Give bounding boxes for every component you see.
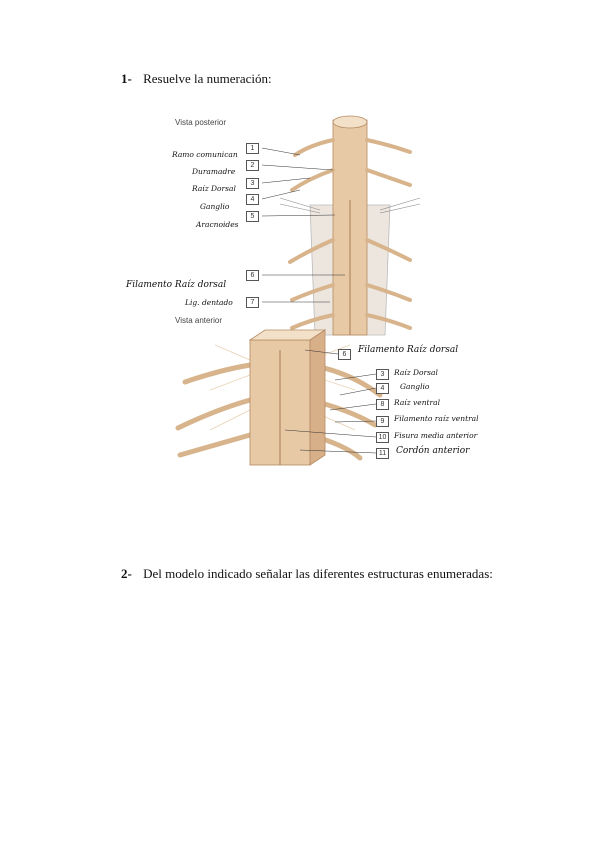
handwritten-label-7: Lig. dentado — [185, 298, 233, 307]
label-box-2: 2 — [246, 160, 259, 171]
handwritten-label-r10: Fisura media anterior — [394, 431, 478, 440]
question-text: Resuelve la numeración: — [143, 71, 272, 86]
label-box-4: 4 — [246, 194, 259, 205]
handwritten-label-5: Aracnoides — [196, 220, 239, 229]
caption-posterior: Vista posterior — [175, 118, 226, 127]
handwritten-label-r4: Ganglio — [400, 382, 430, 391]
label-box-3: 3 — [246, 178, 259, 189]
question-number: 2- — [121, 566, 132, 581]
question-2: 2- Del modelo indicado señalar las difer… — [121, 566, 493, 582]
spinal-cord-illustration — [175, 115, 421, 466]
label-box-10: 10 — [376, 432, 389, 443]
label-box-6: 6 — [246, 270, 259, 281]
label-box-11: 11 — [376, 448, 389, 459]
handwritten-label-r8: Raíz ventral — [394, 398, 440, 407]
handwritten-label-4: Ganglio — [200, 202, 230, 211]
label-box-3b: 3 — [376, 369, 389, 380]
anterior-view-drawing — [175, 329, 383, 466]
question-number: 1- — [121, 71, 132, 86]
label-box-8: 8 — [376, 399, 389, 410]
posterior-view-drawing — [279, 115, 421, 336]
handwritten-label-1: Ramo comunican — [172, 150, 238, 159]
spinal-cord-figure: Vista posterior Vista anterior 1 2 3 4 5… — [126, 110, 500, 470]
handwritten-label-3: Raíz Dorsal — [192, 184, 236, 193]
label-box-4b: 4 — [376, 383, 389, 394]
handwritten-label-r6: Filamento Raíz dorsal — [358, 345, 459, 355]
question-text: Del modelo indicado señalar las diferent… — [143, 566, 493, 581]
label-box-7: 7 — [246, 297, 259, 308]
label-box-1: 1 — [246, 143, 259, 154]
handwritten-label-6: Filamento Raíz dorsal — [126, 280, 227, 290]
label-box-5: 5 — [246, 211, 259, 222]
handwritten-label-r9: Filamento raíz ventral — [394, 414, 479, 423]
handwritten-label-2: Duramadre — [192, 167, 236, 176]
label-box-9: 9 — [376, 416, 389, 427]
caption-anterior: Vista anterior — [175, 316, 222, 325]
handwritten-label-r3: Raíz Dorsal — [394, 368, 438, 377]
question-1: 1- Resuelve la numeración: — [121, 71, 272, 87]
handwritten-label-r11: Cordón anterior — [396, 446, 470, 456]
label-box-6b: 6 — [338, 349, 351, 360]
